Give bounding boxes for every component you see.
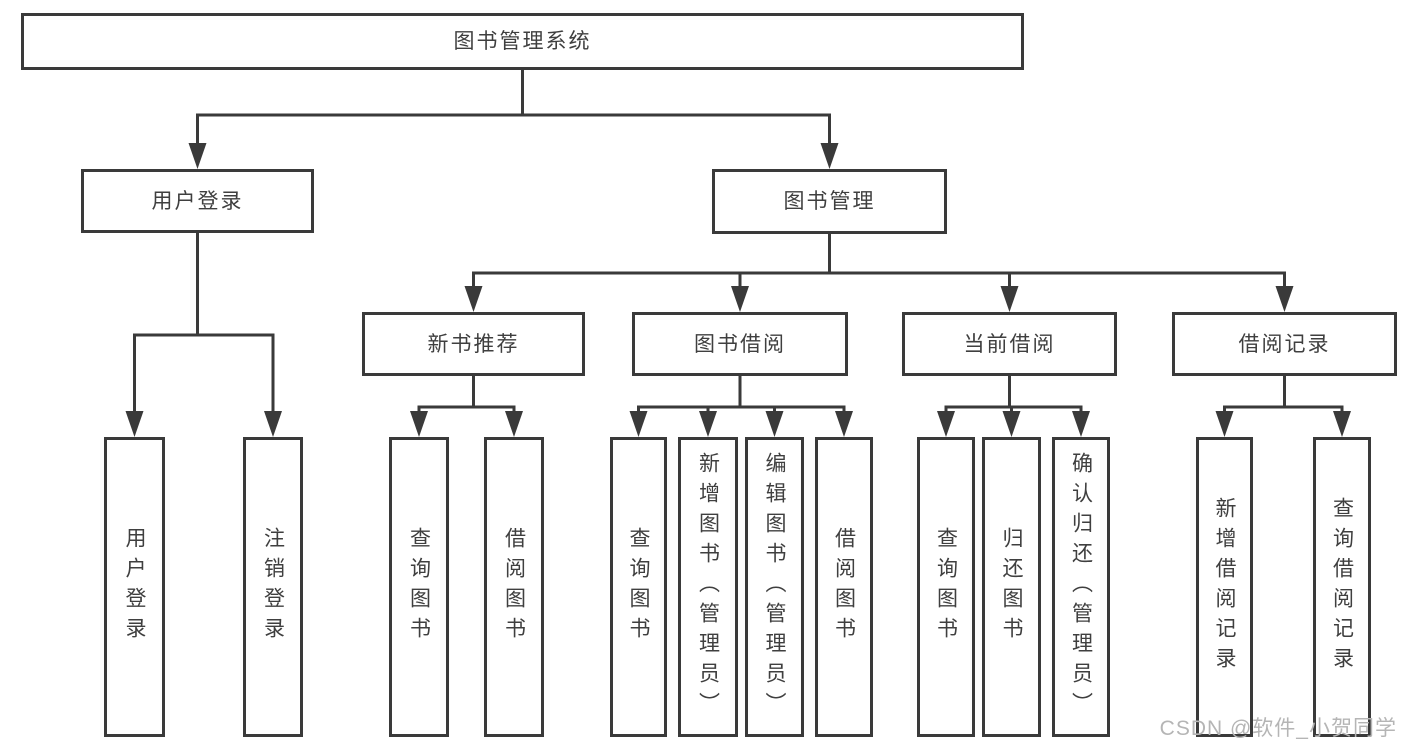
node-label-root: 图书管理系统 bbox=[453, 30, 592, 53]
diagram-node-new-rec: 新书推荐 bbox=[362, 312, 585, 376]
node-label-current: 当前借阅 bbox=[963, 332, 1056, 356]
node-label-leaf-query-1: 查询图书 bbox=[407, 527, 431, 647]
diagram-node-leaf-query-record: 查询借阅记录 bbox=[1313, 437, 1371, 737]
diagram-node-leaf-query-1: 查询图书 bbox=[389, 437, 449, 737]
node-label-leaf-add-book: 新增图书（管理员） bbox=[696, 452, 720, 722]
node-label-leaf-borrow-2: 借阅图书 bbox=[832, 527, 856, 647]
node-label-book-mgmt: 图书管理 bbox=[783, 190, 876, 213]
node-label-leaf-user-login: 用户登录 bbox=[123, 527, 146, 647]
diagram-node-leaf-add-book: 新增图书（管理员） bbox=[678, 437, 738, 737]
diagram-node-leaf-borrow-1: 借阅图书 bbox=[484, 437, 544, 737]
node-label-leaf-confirm: 确认归还（管理员） bbox=[1069, 452, 1093, 722]
diagram-node-book-mgmt: 图书管理 bbox=[712, 169, 947, 234]
diagram-node-leaf-confirm: 确认归还（管理员） bbox=[1052, 437, 1110, 737]
node-label-new-rec: 新书推荐 bbox=[427, 332, 520, 356]
diagram-node-leaf-return: 归还图书 bbox=[982, 437, 1041, 737]
node-label-leaf-query-2: 查询图书 bbox=[627, 527, 650, 647]
diagram-node-leaf-borrow-2: 借阅图书 bbox=[815, 437, 873, 737]
diagram-node-root: 图书管理系统 bbox=[21, 13, 1024, 70]
node-label-leaf-return: 归还图书 bbox=[1000, 527, 1023, 647]
diagram-node-leaf-query-2: 查询图书 bbox=[610, 437, 667, 737]
diagram-node-borrow: 图书借阅 bbox=[632, 312, 848, 376]
diagram-node-leaf-edit-book: 编辑图书（管理员） bbox=[745, 437, 804, 737]
node-label-leaf-borrow-1: 借阅图书 bbox=[502, 527, 526, 647]
csdn-watermark: CSDN @软件_小贺同学 bbox=[1159, 717, 1397, 740]
diagram-node-records: 借阅记录 bbox=[1172, 312, 1397, 376]
node-label-leaf-add-record: 新增借阅记录 bbox=[1213, 497, 1236, 677]
diagram-node-leaf-user-login: 用户登录 bbox=[104, 437, 165, 737]
node-label-records: 借阅记录 bbox=[1238, 332, 1331, 356]
node-label-leaf-logout: 注销登录 bbox=[261, 527, 285, 647]
diagram-node-current: 当前借阅 bbox=[902, 312, 1117, 376]
diagram-node-leaf-add-record: 新增借阅记录 bbox=[1196, 437, 1253, 737]
node-label-leaf-query-record: 查询借阅记录 bbox=[1330, 497, 1354, 677]
diagram-node-leaf-query-3: 查询图书 bbox=[917, 437, 975, 737]
diagram-node-user-login: 用户登录 bbox=[81, 169, 314, 233]
node-label-user-login: 用户登录 bbox=[151, 189, 244, 213]
node-label-leaf-edit-book: 编辑图书（管理员） bbox=[763, 452, 786, 722]
diagram-node-leaf-logout: 注销登录 bbox=[243, 437, 303, 737]
node-label-borrow: 图书借阅 bbox=[694, 332, 786, 356]
node-label-leaf-query-3: 查询图书 bbox=[934, 527, 958, 647]
